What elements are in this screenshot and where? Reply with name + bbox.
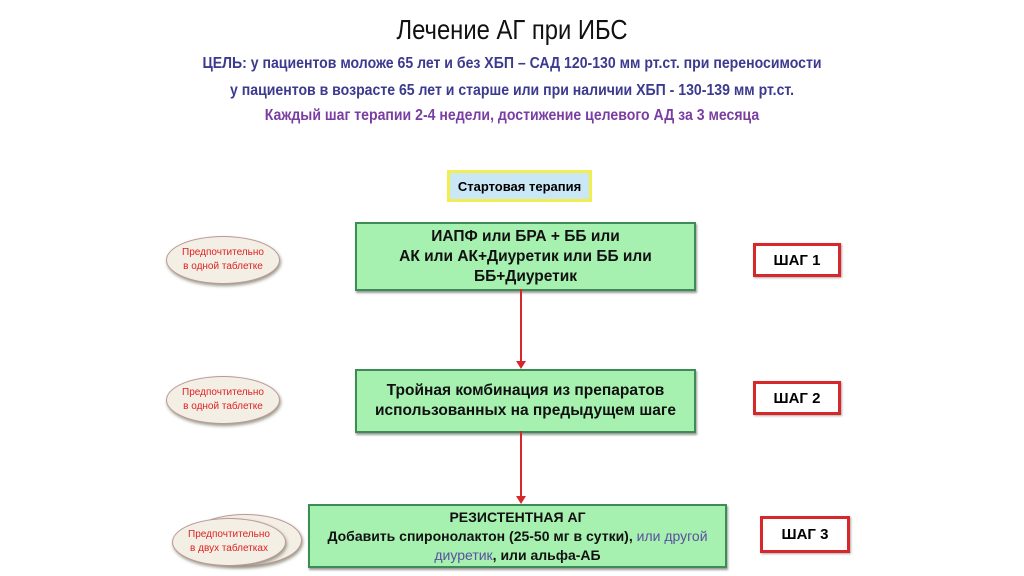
step-2-box: Тройная комбинация из препаратов использ…	[355, 369, 696, 433]
note-line: в одной таблетке	[183, 261, 263, 272]
preference-note-2: Предпочтительно в одной таблетке	[166, 376, 280, 424]
preference-note-3: Предпочтительно в двух таблетках	[172, 518, 286, 566]
step-3-label: ШАГ 3	[760, 516, 850, 553]
slide-title: Лечение АГ при ИБС	[396, 14, 628, 45]
note-line: Предпочтительно	[182, 247, 264, 258]
note-line: в одной таблетке	[183, 401, 263, 412]
note-line: Предпочтительно	[188, 529, 270, 540]
step-1-box: ИАПФ или БРА + ББ или АК или АК+Диуретик…	[355, 222, 696, 291]
step-2-line: Тройная комбинация из препаратов	[386, 382, 665, 399]
step-1-line: ИАПФ или БРА + ББ или	[431, 227, 620, 245]
step-3-box: РЕЗИСТЕНТНАЯ АГ Добавить спиронолактон (…	[308, 504, 727, 568]
step-1-line: АК или АК+Диуретик или ББ или	[399, 247, 652, 265]
note-line: Предпочтительно	[182, 387, 264, 398]
step-3-text-c: , или альфа-АБ	[492, 546, 601, 563]
goal-line-1: ЦЕЛЬ: у пациентов моложе 65 лет и без ХБ…	[202, 55, 822, 72]
goal-line-2: у пациентов в возрасте 65 лет и старше и…	[230, 82, 794, 99]
note-line: в двух таблетках	[190, 543, 268, 554]
start-therapy-box: Стартовая терапия	[447, 170, 592, 202]
step-3-text-b: или другой диуретик	[434, 527, 708, 563]
step-3-text-a: Добавить спиронолактон (25-50 мг в сутки…	[327, 527, 637, 544]
preference-note-1: Предпочтительно в одной таблетке	[166, 236, 280, 284]
step-2-line: использованных на предыдущем шаге	[375, 402, 676, 419]
step-3-heading: РЕЗИСТЕНТНАЯ АГ	[449, 508, 586, 525]
arrow-down	[516, 431, 526, 504]
step-3-text: Добавить спиронолактон (25-50 мг в сутки…	[310, 527, 725, 565]
arrow-down	[516, 289, 526, 369]
step-2-label: ШАГ 2	[753, 381, 841, 415]
step-1-line: ББ+Диуретик	[473, 267, 578, 285]
step-1-label: ШАГ 1	[753, 243, 841, 277]
timing-line: Каждый шаг терапии 2-4 недели, достижени…	[264, 107, 760, 124]
